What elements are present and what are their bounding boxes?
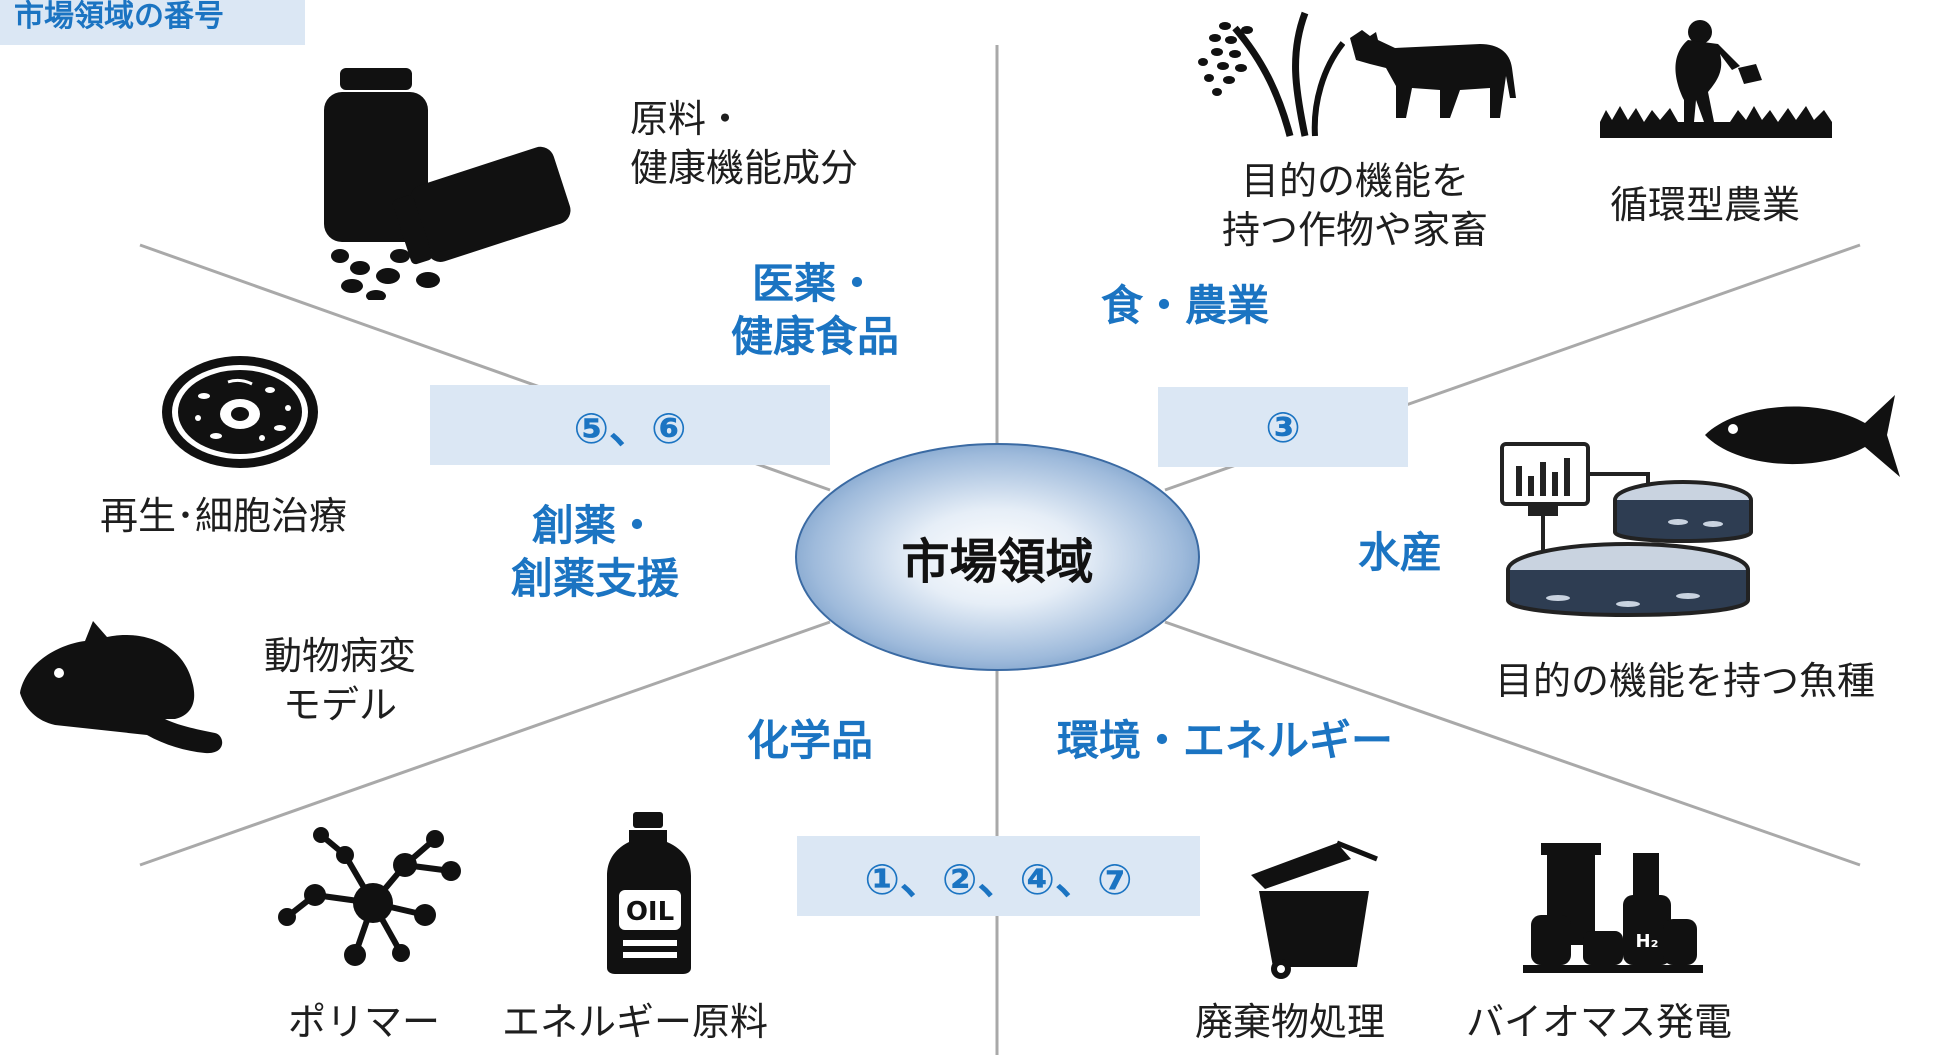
fish-tank-icon bbox=[1500, 442, 1753, 617]
mouse-icon bbox=[20, 621, 223, 754]
item-crops: 目的の機能を 持つ作物や家畜 bbox=[1195, 157, 1515, 256]
tuna-icon bbox=[1705, 395, 1900, 477]
line-lower-right bbox=[1164, 620, 1861, 867]
item-biomass: バイオマス発電 bbox=[1466, 1000, 1733, 1044]
line-lower-left bbox=[139, 620, 831, 867]
category-pharma: 医薬・ 健康食品 bbox=[700, 258, 930, 363]
category-food: 食・農業 bbox=[1100, 281, 1269, 330]
cell-icon bbox=[162, 356, 318, 468]
item-regen: 再生･細胞治療 bbox=[100, 494, 348, 538]
item-circular: 循環型農業 bbox=[1610, 183, 1801, 227]
cow-icon bbox=[1350, 30, 1516, 118]
category-drug-line2: 創薬支援 bbox=[510, 553, 679, 603]
molecule-icon bbox=[278, 827, 461, 966]
category-env: 環境・エネルギー bbox=[1056, 716, 1393, 765]
item-raw: 原料・ 健康機能成分 bbox=[630, 95, 858, 194]
item-energyraw: エネルギー原料 bbox=[502, 1000, 769, 1044]
item-polymer: ポリマー bbox=[288, 1000, 441, 1044]
category-chem: 化学品 bbox=[746, 716, 873, 765]
item-fishspecies: 目的の機能を持つ魚種 bbox=[1495, 659, 1876, 703]
item-animal-line2: モデル bbox=[282, 683, 397, 728]
item-crops-line2: 持つ作物や家畜 bbox=[1221, 208, 1488, 253]
badge-right: ③ bbox=[1158, 387, 1408, 467]
item-crops-line1: 目的の機能を bbox=[1240, 159, 1469, 203]
pill-bottles-icon bbox=[324, 68, 571, 300]
item-raw-line2: 健康機能成分 bbox=[630, 146, 859, 191]
hydrogen-plant-icon: H₂ bbox=[1523, 843, 1703, 973]
category-fish: 水産 bbox=[1357, 528, 1442, 577]
farmer-watering-icon bbox=[1600, 20, 1832, 138]
svg-text:OIL: OIL bbox=[626, 897, 674, 927]
category-pharma-line2: 健康食品 bbox=[730, 311, 899, 361]
rice-plant-icon bbox=[1198, 11, 1345, 137]
oil-bottle-icon: OIL bbox=[607, 812, 691, 974]
category-pharma-line1: 医薬・ bbox=[751, 259, 878, 308]
item-raw-line1: 原料・ bbox=[630, 97, 745, 141]
category-drug: 創薬・ 創薬支援 bbox=[480, 500, 710, 605]
item-animal-line1: 動物病変 bbox=[263, 634, 416, 678]
item-waste: 廃棄物処理 bbox=[1195, 1000, 1386, 1044]
market-number-tag: 市場領域の番号 bbox=[0, 0, 305, 45]
item-animal: 動物病変 モデル bbox=[245, 632, 435, 731]
center-ellipse: 市場領域 bbox=[795, 443, 1200, 671]
badge-bottom: ①、②、④、⑦ bbox=[797, 836, 1200, 916]
category-drug-line1: 創薬・ bbox=[531, 501, 658, 550]
badge-left: ⑤、⑥ bbox=[430, 385, 830, 465]
svg-text:H₂: H₂ bbox=[1636, 931, 1659, 952]
trash-bin-icon bbox=[1251, 840, 1378, 979]
